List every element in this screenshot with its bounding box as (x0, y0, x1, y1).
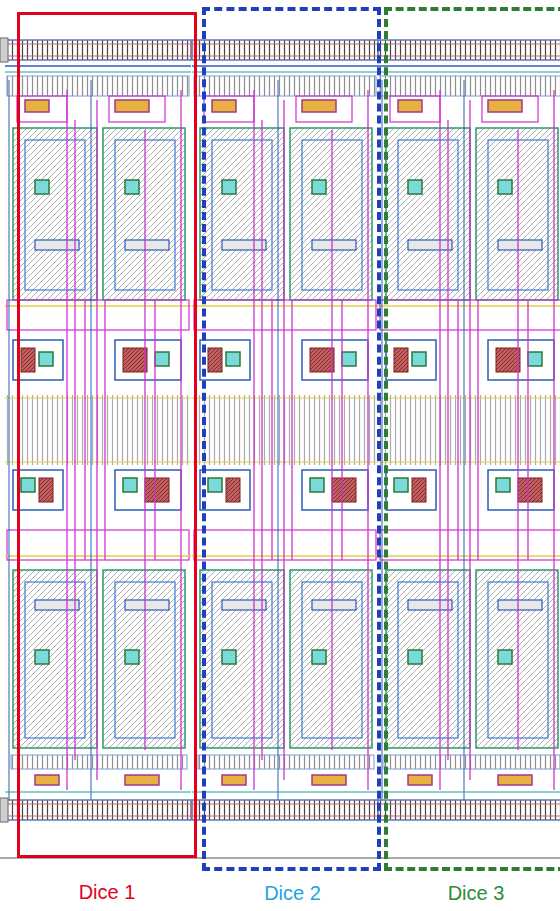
dice-region: Dice 1 (17, 12, 197, 858)
rail-stub (0, 798, 8, 822)
rail-stub (0, 38, 8, 62)
layout-cell (192, 40, 378, 820)
dice-region: Dice 3 (384, 7, 560, 871)
dice-region: Dice 2 (202, 7, 381, 871)
dice-label: Dice 3 (448, 881, 505, 905)
layout-cell (378, 40, 560, 820)
dice-label: Dice 1 (79, 880, 136, 904)
dice-label: Dice 2 (264, 881, 321, 905)
layout-cell (5, 40, 191, 820)
